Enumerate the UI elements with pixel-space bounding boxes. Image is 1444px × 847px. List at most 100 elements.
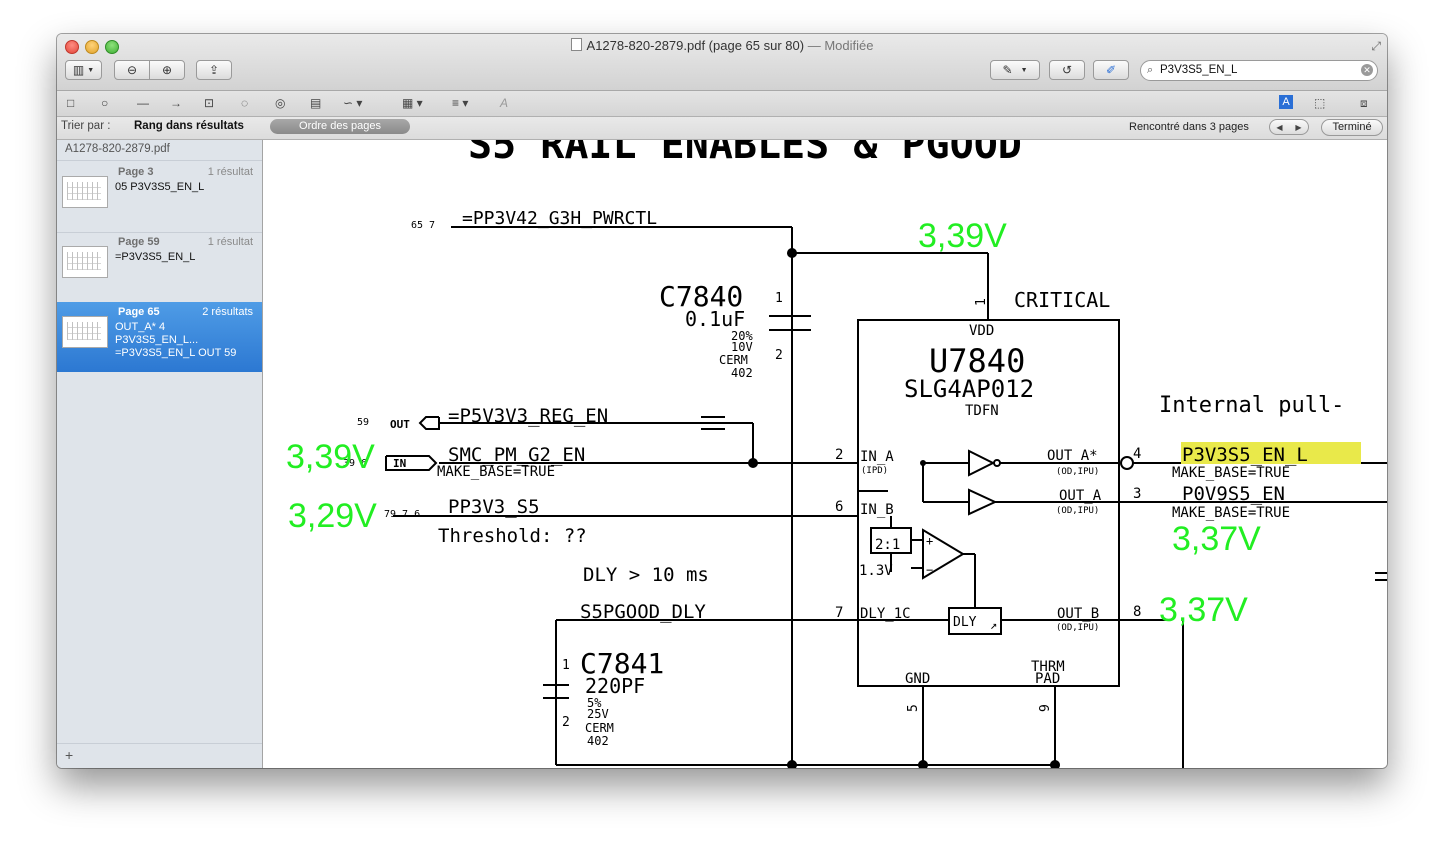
search-highlight: [1181, 442, 1361, 464]
voltage-annotation: 3,39V: [286, 438, 375, 476]
divider: [57, 232, 262, 233]
sidebar-toggle-button[interactable]: ▥▼: [65, 60, 102, 80]
sort-label: Trier par :: [61, 120, 111, 132]
arrow-up-right-icon: ↗: [990, 618, 997, 632]
net-label: SMC_PM_G2_EN: [448, 444, 585, 466]
note-icon[interactable]: ▤: [310, 96, 322, 110]
edit-toolbar-button[interactable]: ✐: [1093, 60, 1129, 80]
search-results-bar: Trier par : Rang dans résultats Ordre de…: [57, 117, 1387, 140]
result-snippet: =P3V3S5_EN_L: [115, 251, 196, 263]
line-width-icon[interactable]: ≡ ▾: [452, 96, 469, 110]
c7840-ref: C7840: [659, 280, 743, 313]
ref-label: 65 7: [411, 220, 435, 231]
clear-icon[interactable]: ✕: [1361, 64, 1373, 76]
ic-part: SLG4AP012: [904, 375, 1034, 403]
voltage-annotation: 3,29V: [288, 497, 377, 535]
zoom-button[interactable]: [105, 40, 119, 54]
minimize-button[interactable]: [85, 40, 99, 54]
search-result-item-selected[interactable]: Page 65 2 résultats OUT_A* 4 P3V3S5_EN_L…: [57, 302, 262, 372]
mask-icon[interactable]: ◎: [275, 96, 286, 110]
pin-label: 7: [835, 605, 843, 621]
net-label: =PP3V42_G3H_PWRCTL: [462, 208, 657, 229]
chevron-down-icon: ▼: [1020, 66, 1028, 74]
color-picker-icon[interactable]: ▦ ▾: [402, 96, 423, 110]
pin-label: 3: [1133, 486, 1141, 502]
pin-label: 4: [1133, 446, 1141, 462]
ic-pin-name: GND: [905, 671, 930, 687]
c7840-volt: 10V: [731, 340, 753, 354]
match-count: Rencontré dans 3 pages: [1129, 121, 1249, 133]
c7841-tol: 5%: [587, 696, 602, 710]
ic-pin-note: (OD,IPU): [1056, 506, 1099, 516]
pin-label: 2: [562, 715, 570, 730]
voltage-annotation: 3,37V: [1172, 520, 1261, 558]
result-count: 1 résultat: [207, 166, 253, 178]
page-thumbnail: [62, 176, 108, 208]
next-result-icon[interactable]: ▶: [1295, 122, 1302, 132]
divider-label: 2:1: [875, 537, 900, 553]
rectangle-icon[interactable]: □: [67, 96, 75, 110]
line-icon[interactable]: —: [137, 96, 149, 110]
result-snippet: =P3V3S5_EN_L OUT 59: [115, 347, 237, 359]
result-navigation[interactable]: ◀ ▶: [1269, 119, 1309, 135]
rect-select-icon[interactable]: ⬚: [1314, 96, 1326, 110]
pin-label: 9: [1038, 704, 1053, 712]
delay-block-label: DLY: [953, 615, 977, 630]
preview-window: A1278-820-2879.pdf (page 65 sur 80) — Mo…: [57, 34, 1387, 768]
ic-pin-name: OUT_A*: [1047, 448, 1098, 464]
plus-sign: +: [926, 534, 933, 548]
out-tag: OUT: [390, 418, 410, 431]
fullscreen-icon[interactable]: ⤢: [1371, 39, 1381, 53]
previous-result-icon[interactable]: ◀: [1276, 122, 1283, 132]
pin-label: 5: [906, 704, 921, 712]
rotate-button[interactable]: ↺: [1049, 60, 1085, 80]
schematic-page: S5 RAIL ENABLES & PGOOD 65 7 =PP3V42_G3H…: [286, 140, 1387, 768]
sort-by-pages-button[interactable]: Ordre des pages: [270, 119, 410, 134]
net-label: PP3V3_S5: [448, 496, 540, 518]
oval-icon[interactable]: ○: [101, 96, 109, 110]
sidebar-footer: +: [57, 743, 262, 768]
text-select-icon[interactable]: A: [1279, 95, 1293, 109]
done-button[interactable]: Terminé: [1321, 119, 1383, 136]
search-result-item[interactable]: Page 3 1 résultat 05 P3V3S5_EN_L: [57, 162, 262, 232]
window-title: A1278-820-2879.pdf (page 65 sur 80) — Mo…: [57, 38, 1387, 53]
page-thumbnail: [62, 316, 108, 348]
search-field[interactable]: ⌕ P3V3S5_EN_L ✕: [1140, 60, 1378, 81]
crop-icon[interactable]: ⧈: [1360, 96, 1368, 110]
pin-label: 1: [775, 291, 783, 306]
text-box-icon[interactable]: ⊡: [204, 96, 215, 110]
pin-label: 2: [835, 447, 843, 463]
search-results-sidebar: A1278-820-2879.pdf Page 3 1 résultat 05 …: [57, 140, 263, 768]
zoom-in-button[interactable]: ⊕: [149, 60, 185, 80]
delay-note: DLY > 10 ms: [583, 564, 709, 586]
ic-ref: U7840: [929, 342, 1025, 380]
c7840-tol: 20%: [731, 329, 753, 343]
speech-bubble-icon[interactable]: ◌: [241, 96, 249, 110]
ref-label: 39 6: [343, 458, 367, 469]
zoom-out-button[interactable]: ⊖: [114, 60, 150, 80]
c7841-value: 220PF: [585, 674, 645, 698]
annotation-toolbar: □ ○ — → ⊡ ◌ ◎ ▤ ∽ ▾ ▦ ▾ ≡ ▾ A A ⬚ ⧈: [57, 91, 1387, 117]
signature-icon[interactable]: ∽ ▾: [343, 96, 363, 110]
search-input[interactable]: P3V3S5_EN_L: [1160, 64, 1238, 76]
arrow-icon[interactable]: →: [170, 96, 182, 110]
c7840-pkg: 402: [731, 366, 753, 380]
page-thumbnail: [62, 246, 108, 278]
share-button[interactable]: ⇪: [196, 60, 232, 80]
add-icon[interactable]: +: [65, 747, 74, 763]
chevron-down-icon: ▼: [87, 66, 95, 74]
result-page: Page 59: [118, 236, 160, 248]
ic-pin-name: OUT_A: [1059, 488, 1102, 504]
document-view[interactable]: S5 RAIL ENABLES & PGOOD 65 7 =PP3V42_G3H…: [263, 140, 1387, 768]
sort-by-rank-button[interactable]: Rang dans résultats: [134, 120, 244, 132]
font-icon[interactable]: A: [500, 96, 509, 110]
title-bar: A1278-820-2879.pdf (page 65 sur 80) — Mo…: [57, 34, 1387, 91]
search-result-item[interactable]: Page 59 1 résultat =P3V3S5_EN_L: [57, 232, 262, 302]
annotate-button[interactable]: ✎▼: [990, 60, 1040, 80]
pin-label: 8: [1133, 604, 1141, 620]
zoom-in-icon: ⊕: [161, 63, 173, 77]
threshold-note: Threshold: ??: [438, 525, 587, 547]
page-heading-fragment: S5 RAIL ENABLES & PGOOD: [468, 140, 1022, 168]
close-button[interactable]: [65, 40, 79, 54]
rotate-icon: ↺: [1061, 63, 1073, 77]
